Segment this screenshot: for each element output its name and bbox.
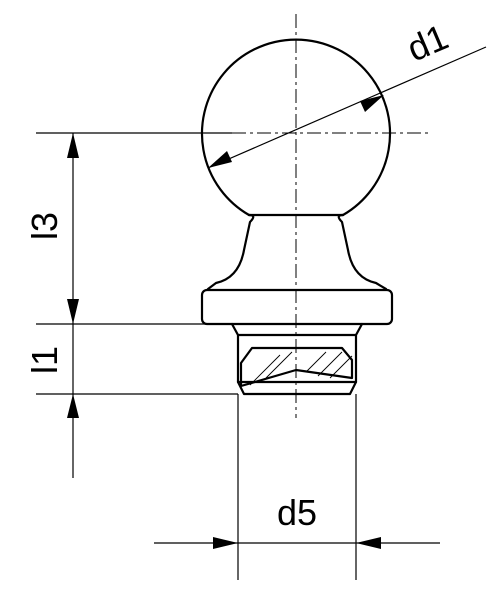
l3-arrow-top [67,133,79,158]
collar-outline [200,288,394,326]
l3-label: l3 [24,212,65,240]
l1-arrow-bottom [67,394,79,418]
neck-outline [206,213,388,291]
d1-arrow-upper [360,95,384,112]
d1-dimension-line [207,46,487,169]
cone-section [239,346,354,388]
shank-outline [230,322,364,396]
ball-outline [200,38,392,217]
l1-label: l1 [24,346,65,374]
hatch-lines [249,351,353,386]
d1-arrow-lower [208,151,232,168]
l3-arrow-bottom [67,299,79,324]
d5-arrow-left [213,537,238,549]
d1-label: d1 [401,16,454,69]
d5-label: d5 [277,492,317,533]
d5-arrow-right [356,537,381,549]
